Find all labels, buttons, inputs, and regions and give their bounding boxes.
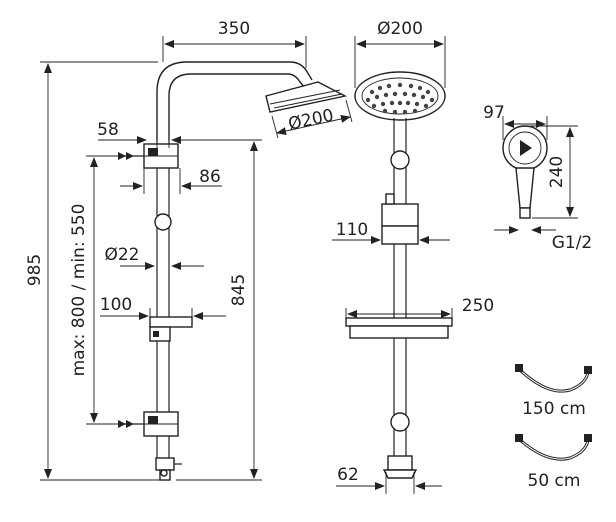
front-dim-250: 250 — [345, 296, 494, 318]
side-dim-range: max: 800 / min: 550 — [69, 155, 118, 425]
side-dim-845: 845 — [176, 139, 262, 481]
hoses: 150 cm 50 cm — [515, 364, 592, 491]
side-slider-ring — [154, 213, 172, 231]
front-dim-110: 110 — [332, 220, 450, 244]
front-riser — [390, 118, 410, 460]
hand-dim-240: 240 — [530, 125, 578, 219]
side-dim-100: 100 — [100, 295, 226, 324]
hose-50: 50 cm — [515, 434, 592, 491]
side-height-985-label: 985 — [25, 254, 45, 286]
hand-dim-97-label: 97 — [483, 103, 505, 123]
side-dim-86-label: 86 — [199, 167, 221, 187]
hose-50-label: 50 cm — [528, 471, 581, 491]
hand-shower: 97 240 G1/2 — [483, 103, 592, 253]
front-shelf — [345, 317, 453, 339]
front-dim-62-label: 62 — [337, 465, 359, 485]
front-dim-62: 62 — [336, 465, 442, 494]
front-dim-110-label: 110 — [336, 220, 368, 240]
side-bottom-valve — [155, 457, 182, 481]
side-dim-86: 86 — [120, 167, 222, 194]
front-dim-250-label: 250 — [462, 296, 494, 316]
hand-dim-240-label: 240 — [547, 156, 567, 188]
side-shower-head — [265, 81, 348, 113]
front-head-diameter-label: Ø200 — [377, 19, 423, 39]
hand-dim-97: 97 — [483, 103, 548, 140]
front-dim-200: Ø200 — [354, 19, 446, 88]
side-height-845-label: 845 — [229, 274, 249, 306]
side-upper-bracket — [143, 143, 179, 169]
side-dim-22-label: Ø22 — [104, 245, 139, 265]
hose-150-label: 150 cm — [522, 399, 586, 419]
front-bracket — [381, 193, 419, 245]
side-holder — [149, 316, 193, 342]
side-dim-22: Ø22 — [104, 245, 204, 270]
side-width-label: 350 — [218, 19, 250, 39]
side-upper-anchor — [118, 152, 144, 160]
side-view: 350 Ø200 58 86 Ø22 — [25, 19, 353, 481]
side-range-label: max: 800 / min: 550 — [69, 204, 89, 377]
side-dim-100-label: 100 — [100, 295, 132, 315]
side-dim-58-label: 58 — [97, 120, 119, 140]
side-dim-985: 985 — [25, 61, 160, 481]
hand-thread-label: G1/2 — [552, 233, 593, 253]
side-riser-pipe — [156, 61, 313, 465]
hose-150: 150 cm — [515, 364, 592, 419]
side-head-diameter-label: Ø200 — [286, 106, 335, 135]
hand-dim-thread: G1/2 — [494, 226, 593, 253]
front-view: Ø200 110 250 62 — [332, 19, 494, 494]
side-lower-bracket — [118, 411, 179, 437]
front-shower-head — [354, 71, 446, 121]
side-dim-350: 350 — [162, 19, 307, 68]
front-bottom-valve — [382, 455, 418, 479]
